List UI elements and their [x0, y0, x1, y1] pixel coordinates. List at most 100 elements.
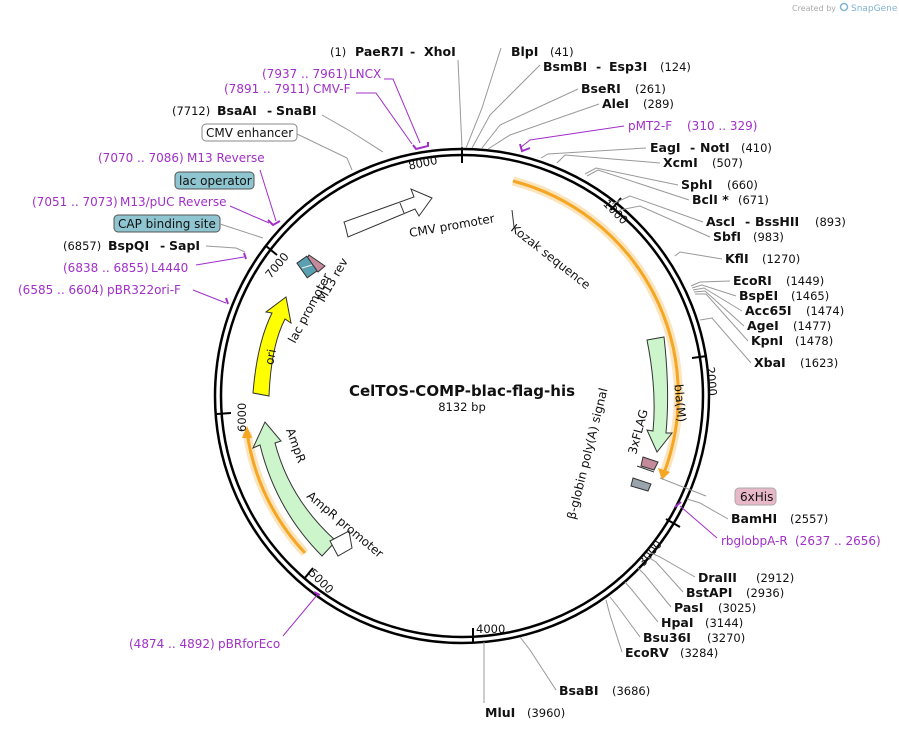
leader-cap	[219, 223, 264, 239]
tick-label-4000: 4000	[476, 622, 505, 636]
site-bspqi-dash: -	[160, 238, 165, 253]
leader-paer7i	[457, 59, 463, 149]
site-bsaai-pos: (7712)	[172, 104, 210, 118]
leader-bspei	[691, 284, 737, 297]
site-acc65i-name: Acc65I	[745, 303, 792, 318]
leader-bamhi	[686, 498, 729, 520]
leader-xcmi	[556, 154, 661, 164]
cmv-enhancer-box	[201, 123, 298, 142]
cap-binding-label: CAP binding site	[118, 217, 216, 231]
primer-marker-m13	[267, 219, 281, 227]
site-bsaai-dash: -	[267, 103, 272, 118]
site-ecori-pos: (1449)	[786, 274, 824, 288]
leader-pasi	[637, 567, 672, 608]
leader-blpi	[465, 47, 502, 149]
leader-xbai	[699, 317, 752, 364]
site-sbfi-name: SbfI	[713, 229, 741, 244]
leader-bstapi	[647, 556, 684, 593]
leader-ecorv	[605, 599, 623, 653]
site-bsmbi-pos: (124)	[660, 60, 691, 74]
site-bstapi-name: BstAPI	[686, 585, 732, 600]
site-agei-name: AgeI	[747, 318, 779, 333]
site-draiii-pos: (2912)	[756, 571, 794, 585]
site-acc65i-pos: (1474)	[806, 304, 844, 318]
site-sphi-pos: (660)	[727, 178, 758, 192]
his-tag-label: 6xHis	[740, 490, 773, 504]
plasmid-name: CelTOS-COMP-blac-flag-his	[349, 382, 575, 400]
primer-pbr322-range: (6585 .. 6604)	[18, 283, 104, 297]
site-bsmbi-alt: Esp3I	[609, 59, 647, 74]
site-bspqi-pos: (6857)	[63, 239, 101, 253]
site-kpni-name: KpnI	[751, 333, 783, 348]
site-bseri-pos: (261)	[635, 82, 666, 96]
leader-hpai	[624, 581, 659, 623]
site-xbai-name: XbaI	[754, 355, 786, 370]
primer-marker-pmt2f	[519, 143, 531, 153]
primer-marker-rbglob	[674, 501, 682, 508]
primer-cmvf-range: (7891 .. 7911)	[224, 82, 310, 96]
site-blpi-pos: (41)	[550, 45, 574, 59]
tick-marks	[216, 147, 708, 642]
bla-label: bla(M)	[671, 384, 688, 423]
primer-marker-pbrforeco	[313, 591, 321, 596]
kozak-leader	[511, 209, 515, 228]
cmv-enhancer-label: CMV enhancer	[206, 126, 293, 140]
primer-lncx-range: (7937 .. 7961)	[262, 67, 348, 81]
site-asci-pos: (893)	[815, 215, 846, 229]
orf-arc-right	[512, 179, 680, 474]
tick-label-8000: 8000	[407, 153, 439, 173]
site-paer7i-alt: XhoI	[424, 44, 456, 59]
leader-bsmbi	[471, 64, 541, 149]
primer-rbglob-range: (2637 .. 2656)	[795, 534, 881, 548]
globin-label: β-globin poly(A) signal	[564, 386, 610, 520]
tick-label-1000: 1000	[600, 197, 631, 228]
site-sphi-name: SphI	[681, 177, 713, 192]
site-paer7i-name: PaeR7I	[355, 44, 404, 59]
site-bcli-pos: (671)	[738, 193, 769, 207]
site-bsaai-alt: SnaBI	[276, 103, 317, 118]
site-bstapi-pos: (2936)	[746, 586, 784, 600]
site-bsmbi-dash: -	[596, 59, 601, 74]
cap-binding-box	[113, 214, 221, 233]
primer-lncx-name: LNCX	[349, 67, 381, 81]
leader-bseri	[481, 88, 579, 149]
leader-agei	[693, 290, 745, 327]
cmv-promoter-label: CMV promoter	[408, 211, 496, 240]
site-bsaai-name: BsaAI	[217, 103, 257, 118]
site-blpi-name: BlpI	[511, 44, 538, 59]
primer-marker-pbr322	[225, 297, 229, 305]
cmv-promoter-divider	[399, 202, 405, 214]
site-bsu36i-name: Bsu36I	[643, 630, 691, 645]
site-bcli-name: BclI *	[692, 192, 729, 207]
globin-box	[630, 477, 652, 492]
primer-marker-top	[412, 142, 429, 151]
site-hpai-name: HpaI	[661, 615, 694, 630]
site-bsabi-pos: (3686)	[612, 684, 650, 698]
site-mlui-name: MluI	[485, 705, 515, 720]
leader-pbr322	[192, 289, 227, 304]
leader-asci	[611, 195, 704, 223]
leader-cmv-enhancer	[296, 133, 353, 171]
primer-cmvf-name: CMV-F	[313, 82, 351, 96]
leader-l4440	[195, 256, 245, 266]
site-pasi-pos: (3025)	[718, 601, 756, 615]
leader-kpni	[695, 293, 749, 342]
site-xbai-pos: (1623)	[800, 356, 838, 370]
leader-eagi	[540, 147, 647, 159]
leader-draiii	[650, 552, 696, 578]
site-bseri-name: BseRI	[581, 81, 621, 96]
site-bspqi-alt: SapI	[169, 238, 200, 253]
orf-arrowhead-left	[242, 426, 252, 438]
site-eagi-pos: (410)	[741, 141, 772, 155]
lac-operator-label: lac operator	[179, 174, 252, 188]
leader-m13reverse	[259, 169, 277, 222]
site-ecori-name: EcoRI	[733, 273, 772, 288]
site-bspei-name: BspEI	[739, 288, 778, 303]
leader-bsu36i	[609, 596, 641, 638]
site-paer7i-pos: (1)	[330, 45, 346, 59]
ori-label: ori	[262, 348, 278, 366]
site-bamhi-pos: (2557)	[790, 512, 828, 526]
primer-m13rev-name: M13 Reverse	[187, 151, 265, 165]
brand-text: SnapGene	[851, 4, 898, 14]
